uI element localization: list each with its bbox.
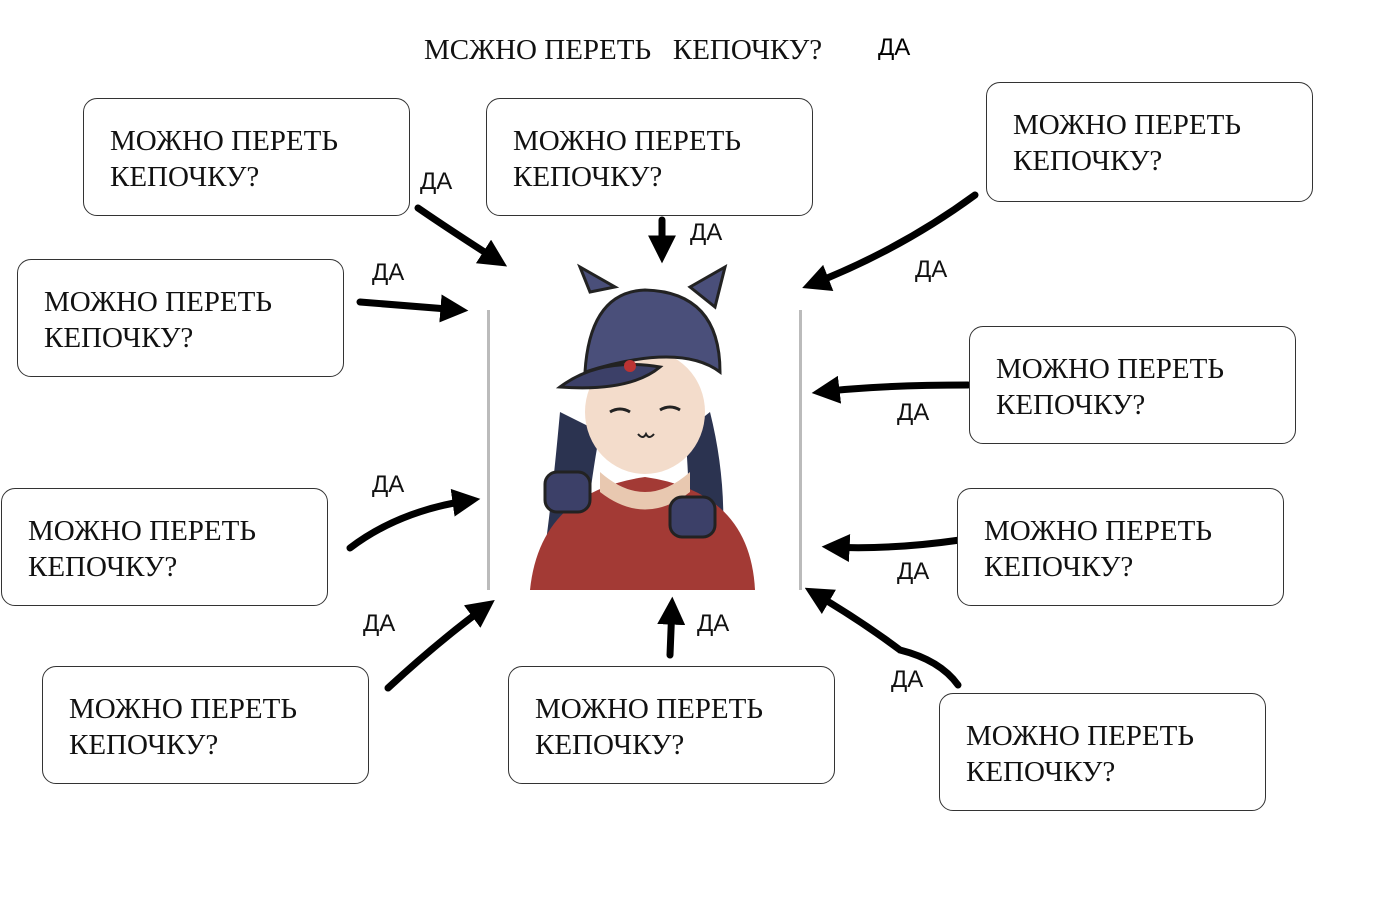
question-box: МОЖНО ПЕРЕТЬ КЕПОЧКУ? [83, 98, 410, 216]
question-text: МОЖНО ПЕРЕТЬ КЕПОЧКУ? [984, 515, 1212, 583]
question-text: МОЖНО ПЕРЕТЬ КЕПОЧКУ? [110, 125, 338, 193]
question-text: МОЖНО ПЕРЕТЬ КЕПОЧКУ? [535, 693, 763, 761]
arrow [657, 596, 686, 659]
arrow [802, 191, 979, 291]
arrow [384, 600, 495, 692]
question-text: МОЖНО ПЕРЕТЬ КЕПОЧКУ? [996, 353, 1224, 421]
arrow [821, 533, 964, 562]
question-box: МОЖНО ПЕРЕТЬ КЕПОЧКУ? [939, 693, 1266, 811]
answer-label: ДА [372, 259, 405, 286]
question-box: МОЖНО ПЕРЕТЬ КЕПОЧКУ? [486, 98, 813, 216]
arrow [811, 375, 972, 404]
arrow [356, 294, 469, 323]
answer-label: ДА [891, 666, 924, 693]
answer-label: ДА [897, 399, 930, 426]
question-box: МОЖНО ПЕРЕТЬ КЕПОЧКУ? [969, 326, 1296, 444]
arrow [414, 204, 508, 267]
question-box: МОЖНО ПЕРЕТЬ КЕПОЧКУ? [508, 666, 835, 784]
arrow [346, 488, 481, 552]
title-question: МСЖНО ПЕРЕТЬ КЕПОЧКУ? [424, 34, 823, 66]
question-text: МОЖНО ПЕРЕТЬ КЕПОЧКУ? [69, 693, 297, 761]
question-text: МОЖНО ПЕРЕТЬ КЕПОЧКУ? [28, 515, 256, 583]
divider-line [487, 310, 490, 590]
divider-line [799, 310, 802, 590]
answer-label: ДА [697, 610, 730, 637]
question-text: МОЖНО ПЕРЕТЬ КЕПОЧКУ? [1013, 109, 1241, 177]
question-box: МОЖНО ПЕРЕТЬ КЕПОЧКУ? [986, 82, 1313, 202]
question-text: МОЖНО ПЕРЕТЬ КЕПОЧКУ? [966, 720, 1194, 788]
answer-label: ДА [690, 219, 723, 246]
cat-cap-girl-illustration [530, 263, 755, 590]
answer-label: ДА [420, 168, 453, 195]
answer-label: ДА [897, 558, 930, 585]
arrow [804, 587, 962, 689]
question-box: МОЖНО ПЕРЕТЬ КЕПОЧКУ? [1, 488, 328, 606]
title-answer: ДА [878, 34, 911, 61]
answer-label: ДА [372, 471, 405, 498]
question-text: МОЖНО ПЕРЕТЬ КЕПОЧКУ? [513, 125, 741, 193]
answer-label: ДА [363, 610, 396, 637]
question-box: МОЖНО ПЕРЕТЬ КЕПОЧКУ? [957, 488, 1284, 606]
question-box: МОЖНО ПЕРЕТЬ КЕПОЧКУ? [42, 666, 369, 784]
question-box: МОЖНО ПЕРЕТЬ КЕПОЧКУ? [17, 259, 344, 377]
answer-label: ДА [915, 256, 948, 283]
question-text: МОЖНО ПЕРЕТЬ КЕПОЧКУ? [44, 286, 272, 354]
